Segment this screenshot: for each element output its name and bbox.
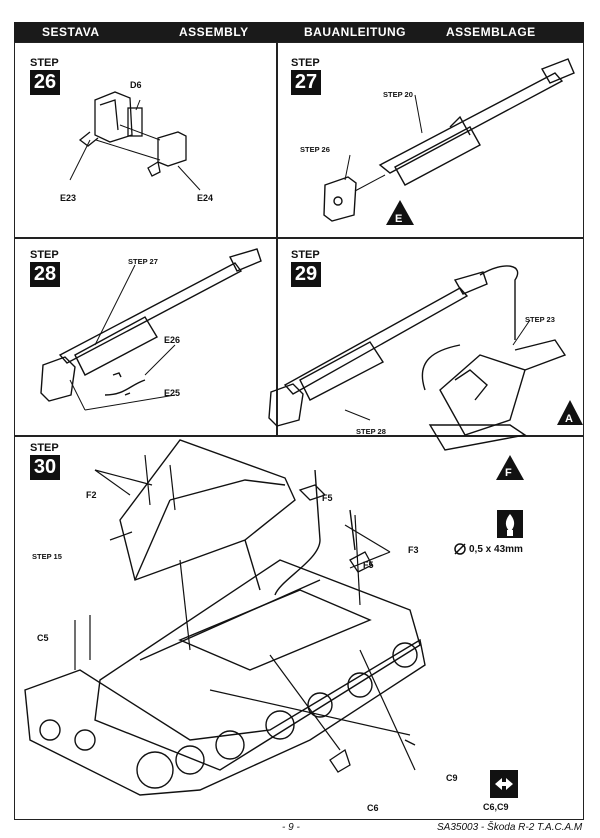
divider-row1 [14,237,584,239]
label-f2: F2 [86,490,97,500]
label-e26: E26 [164,335,181,345]
step-28-drawing [40,248,262,411]
label-step-28: STEP 28 [356,427,386,436]
step-27-drawing: E [323,58,575,225]
label-step-27: STEP 27 [128,257,158,266]
step-number: 30 [30,455,60,480]
label-step-20: STEP 20 [383,90,413,99]
step-word: STEP [30,57,59,69]
header-bauanleitung: BAUANLEITUNG [304,25,406,39]
label-step-23: STEP 23 [525,315,555,324]
label-c6: C6 [367,803,379,813]
wire-size-label: 0,5 x 43mm [469,544,523,555]
step-29-badge: STEP 29 [291,250,323,287]
label-step-15: STEP 15 [32,552,62,561]
label-e23: E23 [60,193,77,203]
step-number: 28 [30,262,60,287]
triangle-a-label: A [565,413,573,425]
label-f5-bottom: F5 [363,560,374,570]
flame-icon [497,510,523,538]
header-assembly: ASSEMBLY [179,25,249,39]
glue-icon [490,770,518,798]
divider-row2 [14,435,584,437]
step-27-badge: STEP 27 [291,58,323,95]
label-e25: E25 [164,388,181,398]
triangle-e-label: E [395,213,402,225]
step-29-drawing: A F [268,265,583,480]
step-number: 26 [30,70,60,95]
header-sestava: SESTAVA [42,25,100,39]
step-30-badge: STEP 30 [30,443,62,480]
step-26-drawing [69,91,201,191]
triangle-f-label: F [505,467,512,479]
label-f3: F3 [408,545,419,555]
header-assemblage: ASSEMBLAGE [446,25,536,39]
page-frame [14,42,584,820]
divider-vertical [276,42,278,435]
step-word: STEP [30,249,59,261]
page-number: - 9 - [282,822,300,833]
step-26-badge: STEP 26 [30,58,62,95]
label-c5: C5 [37,633,49,643]
step-word: STEP [291,249,320,261]
label-e24: E24 [197,193,214,203]
step-28-badge: STEP 28 [30,250,62,287]
step-number: 29 [291,262,321,287]
label-f5-top: F5 [322,493,333,503]
step-number: 27 [291,70,321,95]
step-word: STEP [291,57,320,69]
label-d6: D6 [130,80,142,90]
header-bar: SESTAVA ASSEMBLY BAUANLEITUNG ASSEMBLAGE [14,22,584,42]
product-code: SA35003 - Škoda R-2 T.A.C.A.M [437,822,583,833]
step-word: STEP [30,442,59,454]
diameter-icon [454,543,466,555]
step-30-drawing [24,439,426,796]
label-c6-c9: C6,C9 [483,802,509,812]
label-step-26: STEP 26 [300,145,330,154]
label-c9: C9 [446,773,458,783]
